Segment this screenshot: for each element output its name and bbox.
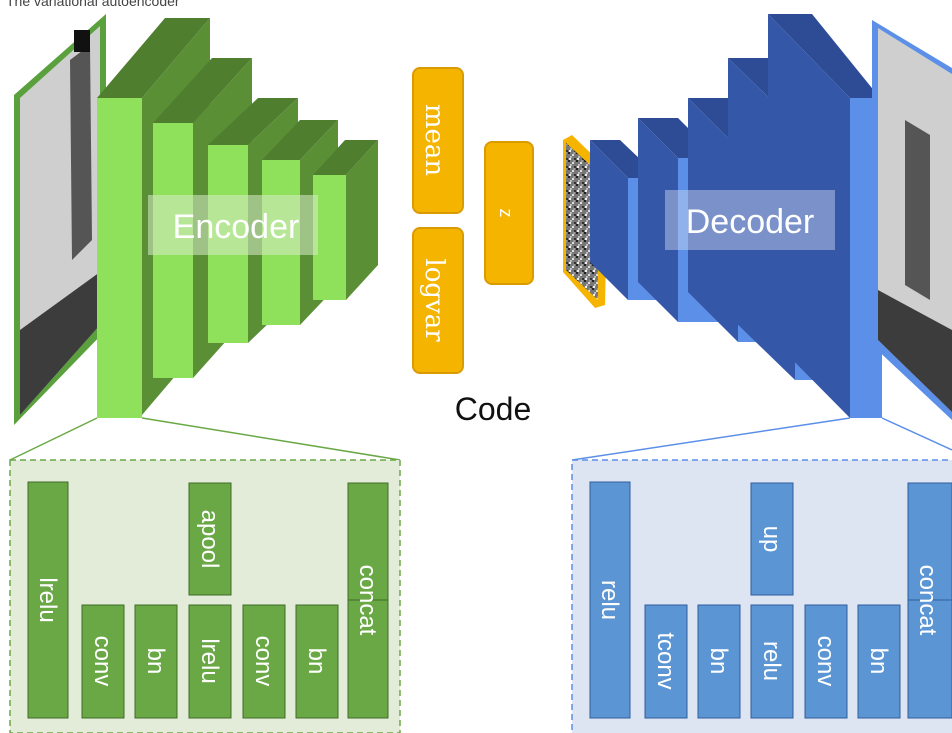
enc-block-conv-2: [242, 604, 286, 719]
z-label: z: [496, 209, 516, 218]
header-cut-text: The variational autoencoder: [6, 0, 180, 9]
output-photo: [872, 20, 952, 420]
decoder-detail-panel: relu tconv bn up relu conv bn concat: [571, 417, 952, 733]
dec-block-tconv: [644, 604, 688, 719]
decoder-block-5: [768, 14, 882, 418]
dec-block-label: tconv: [652, 632, 679, 689]
dec-block-label: up: [758, 526, 785, 553]
dec-block-relu-2: [750, 604, 794, 719]
dec-block-conv: [804, 604, 848, 719]
enc-block-bn-2: [295, 604, 339, 719]
logvar-label: logvar: [419, 258, 449, 342]
dec-block-label: relu: [596, 580, 623, 620]
encoder-detail-panel: lrelu conv bn apool lrelu conv bn concat: [9, 417, 401, 733]
enc-block-bn-1: [134, 604, 178, 719]
encoder-label: Encoder: [173, 208, 300, 246]
enc-block-label: lrelu: [196, 638, 223, 683]
enc-block-label: bn: [303, 648, 330, 675]
enc-block-label: lrelu: [34, 577, 61, 622]
enc-block-label: conv: [89, 636, 116, 687]
dec-block-bn-1: [697, 604, 741, 719]
mean-label: mean: [419, 104, 449, 177]
dec-block-label: conv: [812, 636, 839, 687]
dec-block-relu: [589, 481, 631, 719]
dec-block-label: concat: [914, 565, 941, 636]
dec-block-up: [750, 482, 794, 596]
enc-block-label: conv: [250, 636, 277, 687]
encoder-block-5: [313, 140, 378, 300]
decoder-label: Decoder: [686, 203, 815, 241]
dec-block-bn-2: [857, 604, 901, 719]
enc-block-label: bn: [142, 648, 169, 675]
code-section: mean logvar z Code: [412, 67, 534, 427]
enc-block-conv-1: [81, 604, 125, 719]
decoder-stack: Decoder: [590, 14, 882, 418]
encoder-stack: Encoder: [97, 18, 378, 418]
enc-block-lrelu-2: [188, 604, 232, 719]
enc-block-apool: [188, 482, 232, 596]
enc-block-label: apool: [196, 510, 223, 569]
input-photo: [14, 14, 106, 425]
enc-block-lrelu: [27, 481, 69, 719]
dec-block-label: relu: [758, 641, 785, 681]
enc-block-label: concat: [354, 565, 381, 636]
dec-block-label: bn: [705, 648, 732, 675]
dec-block-label: bn: [865, 648, 892, 675]
code-label: Code: [455, 391, 532, 427]
